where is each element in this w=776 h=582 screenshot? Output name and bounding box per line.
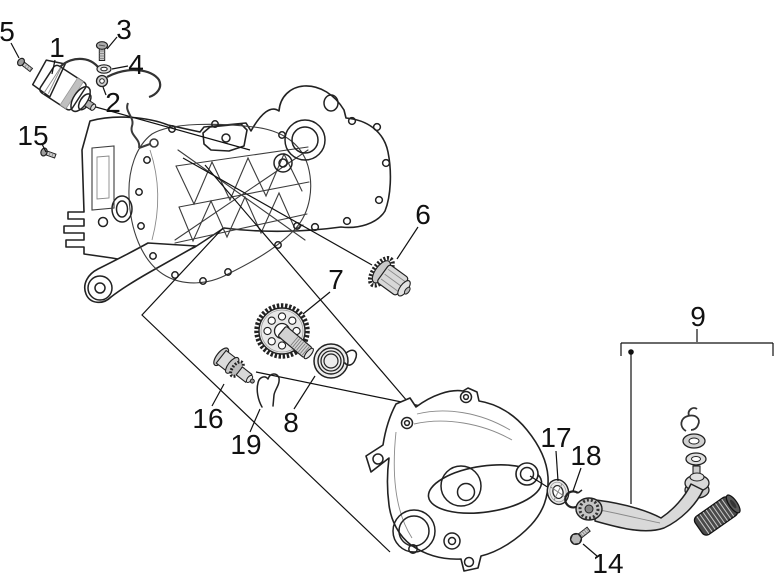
gear-shaft (278, 326, 314, 360)
callout-5: 5 (0, 16, 15, 47)
arm-boss-hole (87, 275, 113, 301)
cable-ring-terminal-2 (95, 74, 109, 88)
callout-leader-4 (111, 65, 129, 70)
seal-washer-17 (546, 478, 570, 506)
kickstart-boss (515, 462, 539, 486)
recess-circle (440, 465, 482, 507)
cover-clasp-hole (372, 453, 384, 465)
pivot-washer-upper (682, 433, 706, 449)
cover-bolt-hole-4 (408, 544, 418, 554)
wire (126, 102, 141, 149)
motor-body (39, 64, 87, 111)
callout-leader-1 (51, 59, 56, 75)
starter-pinion (367, 256, 411, 297)
callout-4: 4 (128, 49, 144, 80)
callout-8: 8 (283, 407, 299, 438)
callout-9: 9 (690, 301, 706, 332)
kickstart-spring (313, 343, 358, 379)
arm-boss-hole-inner (94, 282, 106, 294)
callout-leader-8 (293, 375, 316, 410)
crankcase (63, 85, 392, 304)
hump-hole (323, 94, 339, 112)
cover-lower-ring (392, 509, 436, 553)
v-projection-line (141, 227, 391, 553)
shaft-axis-line (255, 371, 422, 407)
starter-motor (31, 57, 162, 113)
callout-leader-5 (10, 42, 20, 59)
kickstart-lever-assembly (569, 407, 741, 546)
fasteners-top (16, 41, 159, 159)
kick-shaft-opening (111, 195, 133, 223)
cover-bolt-hole-3 (463, 556, 475, 568)
group-bracket-9 (620, 342, 774, 504)
cover-recess (427, 464, 543, 514)
callout-16: 16 (192, 403, 223, 434)
pivot-washer-lower (685, 452, 707, 466)
callout-3: 3 (116, 14, 132, 45)
callout-2: 2 (105, 87, 121, 118)
motor-bracket (31, 59, 66, 98)
wire-terminal (149, 138, 159, 148)
cover-lower-boss (443, 532, 461, 550)
pivot-clip (680, 407, 700, 432)
lever-spline-boss (575, 497, 603, 521)
cylinder-face (91, 145, 115, 211)
case-boss-inner (278, 158, 288, 168)
motor-axis-line (84, 103, 251, 151)
gasket-fragment (256, 373, 280, 408)
callout-7: 7 (328, 264, 344, 295)
inner-cover-outline (128, 123, 312, 284)
hanger-hole (221, 133, 231, 143)
engine-hanger-bracket (202, 123, 248, 152)
callout-leader-14 (582, 543, 598, 557)
washer-4 (96, 64, 112, 74)
callout-leader-19 (249, 408, 261, 433)
gear-teeth (254, 303, 310, 359)
motor-cable-loop (106, 69, 162, 99)
ground-wire-15 (126, 102, 159, 149)
case-boss (273, 153, 293, 173)
crank-hub-inner (291, 126, 319, 154)
cylinder-face-inner (96, 155, 110, 200)
bolt-14 (569, 526, 591, 546)
projection-lines (84, 103, 422, 553)
starter-driven-gear (254, 303, 314, 360)
kick-shaft-opening-inner (115, 200, 129, 218)
callout-1: 1 (49, 32, 65, 63)
spring-hook (344, 349, 358, 366)
callout-18: 18 (570, 440, 601, 471)
callout-15: 15 (17, 120, 48, 151)
pedal-rubber (693, 494, 741, 536)
callout-14: 14 (592, 548, 623, 579)
bolt-5 (16, 57, 34, 73)
cover-bolt-hole (400, 416, 414, 430)
callout-6: 6 (415, 199, 431, 230)
boss-to-washer-line (529, 475, 550, 489)
transmission-cover (365, 387, 549, 572)
callout-19: 19 (230, 429, 261, 460)
callout-leader-17 (555, 450, 559, 482)
callout-leader-7 (302, 291, 331, 315)
callout-leader-16 (211, 383, 225, 407)
callout-leader-6 (396, 226, 419, 260)
cover-bolt-hole-2 (459, 390, 473, 404)
cover-projection-line (204, 164, 409, 403)
screw-3 (95, 41, 109, 61)
callout-leader-15 (41, 143, 47, 153)
callout-leader-2 (102, 86, 107, 96)
starter-idle-shaft (213, 347, 255, 384)
callout-17: 17 (540, 422, 571, 453)
stud-hole (97, 216, 109, 228)
kickstart-lever-arm (594, 483, 704, 532)
callout-leader-3 (106, 36, 118, 50)
callout-leader-18 (572, 467, 582, 492)
case-rib (149, 149, 159, 241)
crank-hub (284, 119, 326, 161)
